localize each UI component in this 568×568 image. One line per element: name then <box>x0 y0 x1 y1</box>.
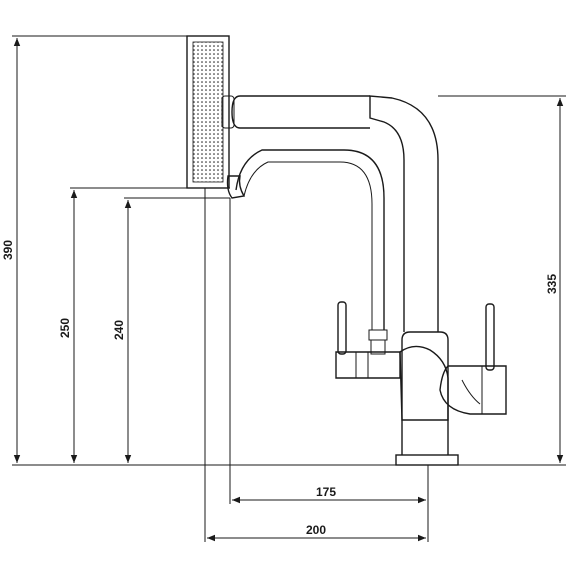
dim-335-label: 335 <box>545 274 559 294</box>
right-valve-housing <box>439 365 507 415</box>
extension-lines <box>12 35 566 542</box>
right-valve-detail <box>461 366 483 414</box>
dim-175-label: 175 <box>316 485 336 499</box>
left-valve-housing <box>335 351 401 379</box>
dim-250-label: 250 <box>58 318 72 338</box>
pullout-hose-arch-inner <box>243 161 373 330</box>
spray-head-texture <box>192 41 224 183</box>
dim-240-label: 240 <box>112 320 126 340</box>
pullout-hose-arch <box>235 149 385 330</box>
faucet-upper-body <box>369 95 439 332</box>
spray-head-tip <box>226 175 246 199</box>
faucet-body <box>401 331 449 455</box>
upper-spout-tube <box>231 95 370 129</box>
dim-200-label: 200 <box>306 523 326 537</box>
right-lever <box>485 303 495 371</box>
faucet-outline <box>221 95 507 466</box>
hose-connector <box>368 329 388 341</box>
dimension-lines <box>13 38 564 542</box>
faucet-base <box>395 454 459 466</box>
left-lever <box>337 301 347 355</box>
left-valve-detail <box>355 352 369 378</box>
center-valve <box>399 345 449 421</box>
spray-head-panel <box>186 35 230 189</box>
hose-nut <box>370 339 386 355</box>
dim-390-label: 390 <box>1 240 15 260</box>
